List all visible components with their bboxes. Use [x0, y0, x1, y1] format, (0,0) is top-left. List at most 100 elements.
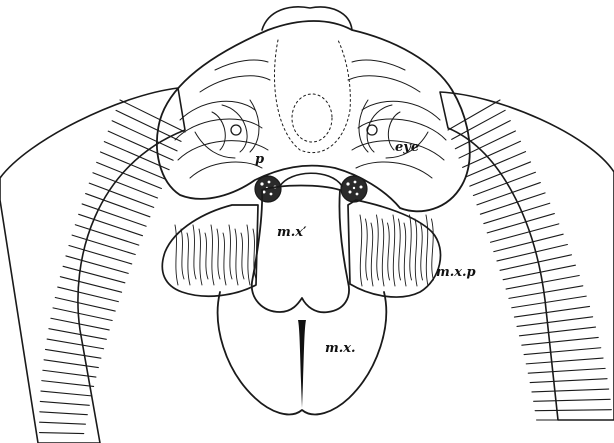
median-dotted-oval	[292, 94, 332, 142]
antenna-segment-line	[100, 152, 165, 179]
left-ocellus	[231, 125, 241, 135]
antenna-segment-line	[514, 306, 589, 317]
antenna-segment-line	[66, 256, 128, 273]
antenna-segment-line	[49, 329, 106, 340]
second-maxilla-outline	[252, 186, 349, 313]
head-contour-stroke	[212, 112, 225, 150]
antenna-segment-line	[517, 317, 593, 327]
maxilliped-hatch	[399, 219, 401, 280]
antenna-segment-line	[93, 173, 158, 198]
head-contour-stroke	[200, 76, 270, 92]
right-antenna-outline	[440, 92, 614, 420]
antenna-segment-line	[526, 358, 603, 364]
antenna-segment-line	[509, 286, 583, 299]
maxilliped-hatch	[181, 229, 184, 279]
antenna-segment-line	[463, 141, 521, 167]
head-contour-stroke	[367, 105, 392, 152]
antenna-segment-line	[69, 246, 132, 264]
label-mx-p: m.x.p	[436, 265, 476, 280]
antenna-segment-line	[75, 225, 138, 245]
antenna-segment-line	[487, 214, 554, 233]
median-slit	[298, 320, 306, 408]
antenna-segment-line	[112, 121, 177, 151]
antenna-segment-line	[522, 337, 598, 345]
label-eye: eye	[395, 140, 419, 155]
antenna-segment-line	[45, 349, 100, 358]
maxilliped-hatch	[199, 229, 202, 285]
antenna-segment-line	[452, 110, 505, 139]
maxilliped-hatch	[205, 233, 208, 279]
median-dotted-outline	[274, 40, 350, 153]
maxilliped-hatch	[388, 223, 390, 280]
right-antenna	[440, 92, 614, 420]
head-contour-stroke	[215, 60, 268, 70]
maxilliped-hatch	[360, 215, 362, 286]
antenna-segment-line	[512, 296, 587, 308]
maxilliped-hatch	[410, 215, 412, 280]
antenna-segment-line	[491, 224, 559, 242]
antenna-segment-line	[466, 152, 525, 177]
antenna-segment-line	[72, 235, 135, 254]
antenna-segment-line	[116, 110, 181, 141]
antenna-segment-line	[53, 308, 112, 321]
antenna-segment-line	[40, 412, 87, 415]
head-shield-outline	[157, 21, 470, 211]
maxilliped-hatch	[377, 215, 379, 280]
antenna-segment-line	[484, 203, 550, 223]
head-contour-stroke	[358, 119, 446, 140]
maxilliped-hatch	[404, 223, 406, 286]
maxilliped-hatch	[241, 233, 244, 279]
antenna-segment-line	[40, 433, 84, 434]
head-contour-stroke	[195, 132, 235, 158]
antenna-segment-line	[530, 379, 607, 383]
maxilliped-hatch	[211, 225, 214, 285]
maxilliped-hatch	[223, 233, 226, 285]
label-mx: m.x.	[325, 341, 356, 356]
antenna-segment-line	[473, 172, 535, 195]
antenna-segment-line	[42, 381, 94, 387]
labels: eye p m.x′ m.x.p m.x.	[255, 140, 476, 356]
antenna-segment-line	[532, 389, 609, 392]
maxilliped-hatch	[432, 219, 434, 280]
head-contour-stroke	[175, 119, 262, 140]
head-contour-stroke	[352, 60, 405, 70]
maxilliped-hatch	[366, 219, 368, 280]
maxilliped-hatch	[426, 215, 428, 286]
antenna-segment-line	[55, 297, 115, 311]
antenna-segment-line	[47, 339, 103, 349]
maxillipeds	[162, 200, 440, 297]
antenna-segment-line	[89, 183, 153, 207]
maxilliped-hatch	[421, 223, 423, 280]
antenna-segment-line	[459, 131, 515, 158]
antenna-segment-line	[480, 193, 545, 214]
maxilliped-hatch	[187, 233, 190, 285]
antenna-segment-line	[534, 399, 611, 401]
second-maxilla	[252, 186, 349, 313]
maxilliped-hatch	[193, 225, 196, 279]
maxilliped-hatch	[217, 229, 220, 279]
maxilliped-hatch	[415, 219, 417, 286]
inter-eye-arch	[280, 173, 342, 186]
antenna-segment-line	[519, 327, 595, 336]
maxilliped-hatch	[229, 225, 232, 279]
maxilliped-hatch	[235, 229, 238, 285]
head-contour-stroke	[356, 162, 432, 178]
antenna-segment-line	[494, 234, 563, 251]
antenna-segment-line	[448, 100, 500, 130]
first-maxilla	[218, 292, 387, 414]
antenna-segment-line	[470, 162, 531, 186]
head-contour-stroke	[190, 162, 262, 178]
head-contour-stroke	[180, 101, 255, 120]
maxilliped-hatch	[393, 215, 395, 286]
antenna-segment-line	[41, 391, 91, 396]
antenna-segment-line	[44, 360, 98, 368]
maxilliped-hatch	[247, 225, 250, 285]
label-p: p	[255, 152, 264, 167]
maxilliped-hatch	[382, 219, 384, 286]
antenna-segment-line	[524, 348, 601, 355]
antenna-segment-line	[40, 422, 86, 424]
maxilliped-hatch	[371, 223, 373, 286]
head-contour-stroke	[348, 76, 420, 92]
